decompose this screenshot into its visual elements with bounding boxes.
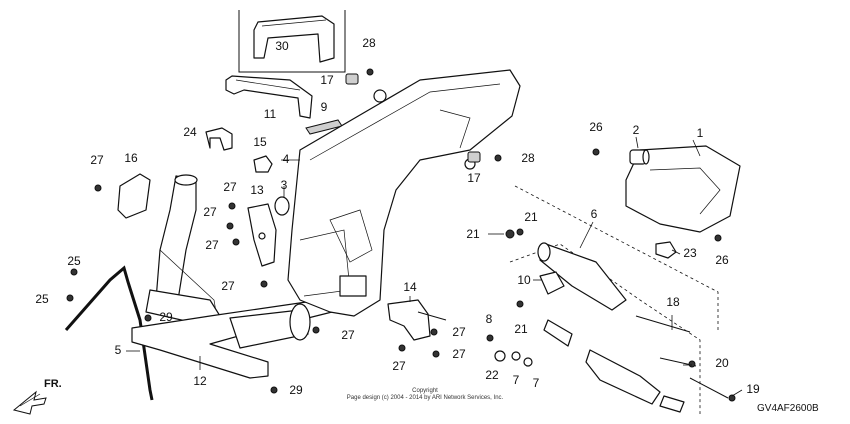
part-10-clip[interactable] — [539, 271, 565, 295]
part-24-bracket[interactable] — [205, 127, 233, 151]
callout-2[interactable]: 2 — [633, 123, 640, 137]
callout-29b[interactable]: 29 — [289, 383, 303, 397]
callout-20[interactable]: 20 — [715, 356, 729, 370]
part-6-group-outline — [514, 185, 719, 330]
callout-28a[interactable]: 28 — [362, 36, 376, 50]
main-frame — [287, 69, 521, 317]
callout-10[interactable]: 10 — [517, 273, 531, 287]
part-16-plate[interactable] — [117, 173, 151, 219]
part-17-nut-right[interactable] — [467, 151, 481, 163]
callout-24[interactable]: 24 — [183, 125, 197, 139]
copyright-notice: Copyright Page design (c) 2004 - 2014 by… — [330, 388, 520, 402]
front-direction-arrow: FR. — [12, 378, 62, 415]
callout-27i[interactable]: 27 — [392, 359, 406, 373]
part-30-cover[interactable] — [253, 15, 335, 63]
callout-21b[interactable]: 21 — [524, 210, 538, 224]
callout-17a[interactable]: 17 — [320, 73, 334, 87]
callout-19[interactable]: 19 — [746, 382, 760, 396]
part-5-stand[interactable] — [64, 265, 154, 401]
callout-labels: 1 2 3 4 5 6 7 7 8 9 10 11 12 13 14 15 16… — [35, 36, 760, 397]
callout-1[interactable]: 1 — [697, 126, 704, 140]
bolts[interactable] — [66, 68, 736, 402]
callout-26b[interactable]: 26 — [715, 253, 729, 267]
callout-27a[interactable]: 27 — [90, 153, 104, 167]
diagram-code: GV4AF2600B — [757, 403, 819, 414]
callout-26a[interactable]: 26 — [589, 120, 603, 134]
callout-22[interactable]: 22 — [485, 368, 499, 382]
callout-25b[interactable]: 25 — [35, 292, 49, 306]
callout-27c[interactable]: 27 — [203, 205, 217, 219]
callout-11[interactable]: 11 — [264, 107, 277, 121]
callout-16[interactable]: 16 — [124, 151, 138, 165]
callout-4[interactable]: 4 — [283, 152, 290, 166]
copyright-line-1: Copyright — [412, 388, 438, 394]
callout-3[interactable]: 3 — [281, 178, 288, 192]
callout-7a[interactable]: 7 — [513, 373, 520, 387]
callout-28b[interactable]: 28 — [521, 151, 535, 165]
callout-17b[interactable]: 17 — [467, 171, 481, 185]
part-12-lower-frame[interactable] — [131, 299, 333, 379]
callout-5[interactable]: 5 — [115, 343, 122, 357]
callout-27d[interactable]: 27 — [205, 238, 219, 252]
part-17-nut-top[interactable] — [345, 73, 359, 85]
callout-8[interactable]: 8 — [486, 312, 493, 326]
copyright-line-2: Page design (c) 2004 - 2014 by ARI Netwo… — [346, 395, 504, 401]
callout-15[interactable]: 15 — [253, 135, 267, 149]
callout-23[interactable]: 23 — [683, 246, 697, 260]
callout-21a[interactable]: 21 — [466, 227, 480, 241]
front-arrow-label: FR. — [44, 378, 62, 390]
part-2-collar[interactable] — [629, 149, 650, 165]
part-14-bracket[interactable] — [387, 299, 431, 341]
callout-9[interactable]: 9 — [321, 100, 328, 114]
callout-27e[interactable]: 27 — [221, 279, 235, 293]
part-15-clip[interactable] — [253, 155, 273, 173]
callout-18[interactable]: 18 — [666, 295, 680, 309]
callout-27h[interactable]: 27 — [452, 347, 466, 361]
callout-30[interactable]: 30 — [275, 39, 289, 53]
leader-lines — [126, 136, 743, 397]
callout-12[interactable]: 12 — [193, 374, 207, 388]
part-23-clamp[interactable] — [655, 241, 677, 259]
part-3-grommet[interactable] — [274, 196, 290, 216]
part-1-cover[interactable] — [625, 145, 741, 233]
callout-27b[interactable]: 27 — [223, 180, 237, 194]
callout-29a[interactable]: 29 — [159, 310, 173, 324]
callout-7b[interactable]: 7 — [533, 376, 540, 390]
callout-13[interactable]: 13 — [250, 183, 264, 197]
part-30-frame — [238, 10, 346, 73]
callout-27g[interactable]: 27 — [452, 325, 466, 339]
callout-21c[interactable]: 21 — [514, 322, 528, 336]
callout-27f[interactable]: 27 — [341, 328, 355, 342]
part-6-assembly[interactable] — [537, 242, 729, 413]
callout-6[interactable]: 6 — [591, 207, 598, 221]
callout-14[interactable]: 14 — [403, 280, 417, 294]
part-13-bracket[interactable] — [247, 203, 277, 267]
part-11-cover[interactable] — [225, 75, 313, 119]
callout-25a[interactable]: 25 — [67, 254, 81, 268]
